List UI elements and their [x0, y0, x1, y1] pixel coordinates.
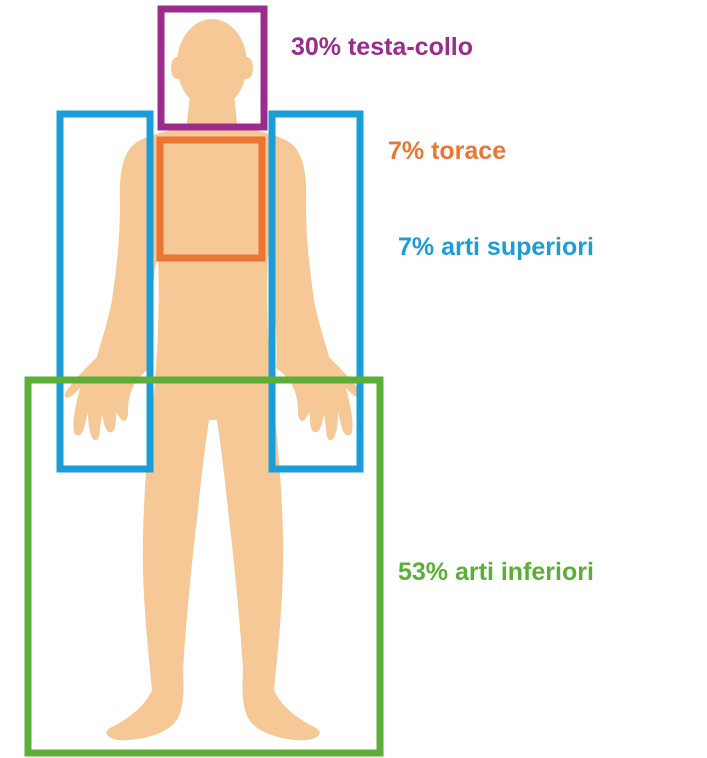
lower-limbs-label: 53% arti inferiori — [398, 557, 594, 587]
body-hand-right — [276, 358, 361, 440]
body-torso-legs — [96, 126, 330, 740]
head-neck-label: 30% testa-collo — [291, 32, 473, 62]
chest-label: 7% torace — [388, 136, 506, 166]
body-ear-left — [171, 57, 183, 79]
body-hand-left — [65, 358, 150, 440]
body-ear-right — [241, 57, 253, 79]
upper-limbs-label: 7% arti superiori — [398, 232, 594, 262]
